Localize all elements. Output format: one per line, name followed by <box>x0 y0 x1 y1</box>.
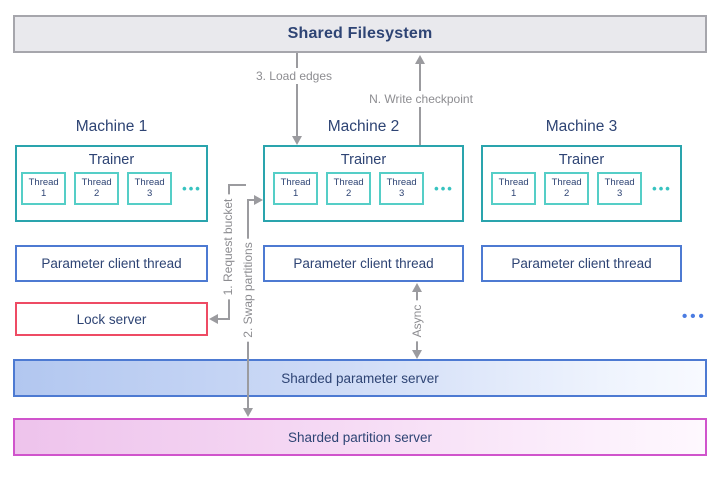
swap-partitions-down-arrowhead-icon <box>243 408 253 417</box>
threads-row: Thread 1 Thread 2 Thread 3 ••• <box>273 172 454 205</box>
trainer-label: Trainer <box>340 152 387 168</box>
machine-3-parameter-client-box: Parameter client thread <box>481 245 682 282</box>
lock-server-label: Lock server <box>76 311 147 327</box>
async-up-arrowhead-icon <box>412 283 422 292</box>
parameter-client-label: Parameter client thread <box>293 256 434 271</box>
swap-partitions-elbow-line <box>248 199 256 201</box>
load-edges-label: 3. Load edges <box>251 68 337 84</box>
threads-row: Thread 1 Thread 2 Thread 3 ••• <box>491 172 672 205</box>
thread-num: 3 <box>617 187 623 199</box>
more-threads-ellipsis-icon: ••• <box>182 181 202 196</box>
request-bucket-elbow-line <box>216 318 230 320</box>
thread-word: Thread <box>280 176 311 188</box>
machine-2-title: Machine 2 <box>327 118 400 135</box>
thread-word: Thread <box>28 176 59 188</box>
thread-word: Thread <box>498 176 529 188</box>
async-down-arrowhead-icon <box>412 350 422 359</box>
swap-partitions-label: 2. Swap partitions <box>240 238 256 342</box>
thread-num: 1 <box>511 187 517 199</box>
more-threads-ellipsis-icon: ••• <box>652 181 672 196</box>
thread-box: Thread 1 <box>273 172 319 205</box>
machine-3-title: Machine 3 <box>545 118 618 135</box>
thread-box: Thread 2 <box>74 172 120 205</box>
thread-num: 3 <box>399 187 405 199</box>
sharded-partition-server-bar: Sharded partition server <box>13 418 707 456</box>
threads-row: Thread 1 Thread 2 Thread 3 ••• <box>21 172 202 205</box>
lock-server-box: Lock server <box>15 302 208 336</box>
thread-box: Thread 2 <box>544 172 590 205</box>
more-threads-ellipsis-icon: ••• <box>434 181 454 196</box>
machine-2-trainer-box: Trainer Thread 1 Thread 2 Thread 3 ••• <box>263 145 464 222</box>
thread-num: 2 <box>564 187 570 199</box>
load-edges-arrowhead-icon <box>292 136 302 145</box>
async-label: Async <box>409 300 425 342</box>
parameter-client-label: Parameter client thread <box>41 256 182 271</box>
machine-1-parameter-client-box: Parameter client thread <box>15 245 208 282</box>
thread-word: Thread <box>134 176 165 188</box>
machine-1-title: Machine 1 <box>75 118 148 135</box>
request-bucket-label: 1. Request bucket <box>220 194 236 300</box>
machine-3-trainer-box: Trainer Thread 1 Thread 2 Thread 3 ••• <box>481 145 682 222</box>
more-machines-ellipsis-icon: ••• <box>682 308 707 325</box>
thread-box: Thread 3 <box>379 172 425 205</box>
sharded-parameter-server-bar: Sharded parameter server <box>13 359 707 397</box>
thread-word: Thread <box>604 176 635 188</box>
thread-num: 1 <box>41 187 47 199</box>
thread-num: 1 <box>293 187 299 199</box>
swap-partitions-right-arrowhead-icon <box>254 195 263 205</box>
thread-word: Thread <box>386 176 417 188</box>
thread-box: Thread 3 <box>597 172 643 205</box>
trainer-label: Trainer <box>558 152 605 168</box>
thread-box: Thread 1 <box>21 172 67 205</box>
thread-box: Thread 3 <box>127 172 173 205</box>
thread-word: Thread <box>81 176 112 188</box>
sharded-parameter-server-label: Sharded parameter server <box>281 370 439 386</box>
load-edges-line <box>296 53 298 137</box>
thread-box: Thread 2 <box>326 172 372 205</box>
sharded-partition-server-label: Sharded partition server <box>287 429 433 445</box>
thread-num: 2 <box>94 187 100 199</box>
request-bucket-arrowhead-icon <box>209 314 218 324</box>
request-bucket-stub-line <box>228 184 246 186</box>
thread-word: Thread <box>333 176 364 188</box>
shared-filesystem-box: Shared Filesystem <box>13 15 707 53</box>
thread-num: 3 <box>147 187 153 199</box>
write-checkpoint-label: N. Write checkpoint <box>365 91 477 107</box>
thread-box: Thread 1 <box>491 172 537 205</box>
shared-filesystem-label: Shared Filesystem <box>287 25 433 42</box>
trainer-label: Trainer <box>88 152 135 168</box>
machine-1-trainer-box: Trainer Thread 1 Thread 2 Thread 3 ••• <box>15 145 208 222</box>
thread-word: Thread <box>551 176 582 188</box>
parameter-client-label: Parameter client thread <box>511 256 652 271</box>
machine-2-parameter-client-box: Parameter client thread <box>263 245 464 282</box>
write-checkpoint-arrowhead-icon <box>415 55 425 64</box>
thread-num: 2 <box>346 187 352 199</box>
